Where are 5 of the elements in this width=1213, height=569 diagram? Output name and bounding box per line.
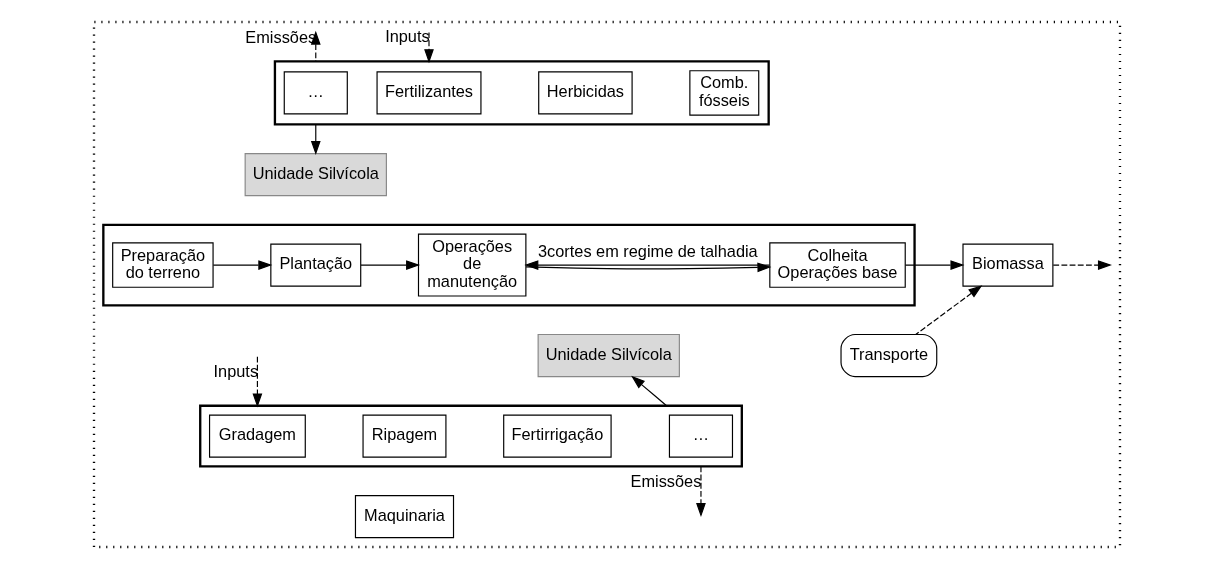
edge-label: Emissões	[244, 27, 316, 46]
edge-label: Inputs	[384, 27, 430, 46]
edge-label: 3cortes em regime de talhadia	[537, 242, 758, 261]
edge-label: Emissões	[630, 471, 701, 490]
edge-label: Inputs	[213, 361, 258, 380]
